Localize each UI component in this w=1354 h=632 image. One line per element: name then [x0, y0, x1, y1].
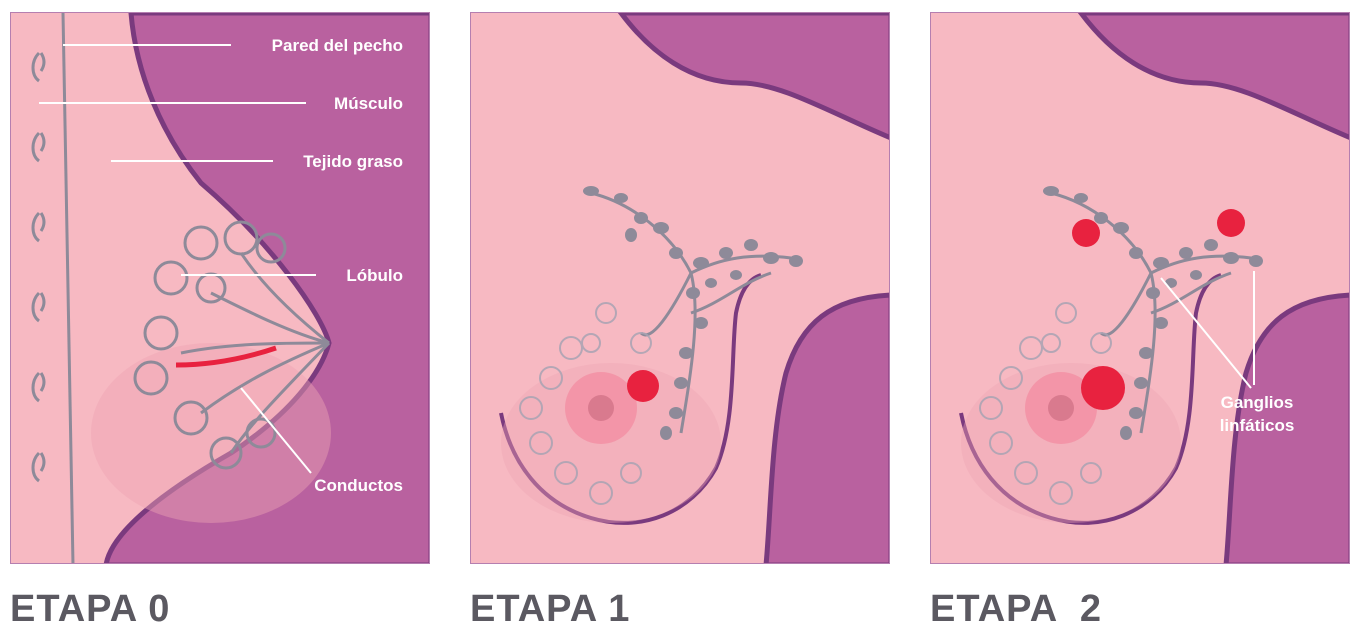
- node-tumor-left: [1072, 219, 1100, 247]
- stage-2-caption: ETAPA 2: [930, 590, 1102, 628]
- stage-1-illustration: [471, 13, 890, 564]
- label-lobule: Lóbulo: [346, 266, 403, 285]
- label-lymph-nodes-line1: Ganglios: [1221, 393, 1294, 412]
- stage-1-caption: ETAPA 1: [470, 590, 630, 628]
- label-lymph-nodes-line2: linfáticos: [1220, 416, 1295, 435]
- lower-muscle-region: [766, 295, 890, 564]
- label-chest-wall: Pared del pecho: [272, 36, 403, 55]
- stage-0-illustration: Pared del pecho Músculo Tejido graso Lób…: [11, 13, 430, 564]
- stage-2-panel: Ganglios linfáticos: [930, 12, 1350, 564]
- label-ducts: Conductos: [314, 476, 403, 495]
- upper-muscle-region: [1081, 13, 1350, 138]
- primary-tumor: [1081, 366, 1125, 410]
- upper-muscle-region: [621, 13, 890, 138]
- stage-0-caption: ETAPA 0: [10, 590, 170, 628]
- stage-0-panel: Pared del pecho Músculo Tejido graso Lób…: [10, 12, 430, 564]
- tumor: [627, 370, 659, 402]
- nipple: [1048, 395, 1074, 421]
- label-leader-lines: [1161, 271, 1254, 388]
- label-fatty-tissue: Tejido graso: [303, 152, 403, 171]
- nipple: [588, 395, 614, 421]
- stage-2-illustration: Ganglios linfáticos: [931, 13, 1350, 564]
- label-muscle: Músculo: [334, 94, 403, 113]
- node-tumor-right: [1217, 209, 1245, 237]
- chest-wall-line: [63, 13, 73, 564]
- rib-marks: [33, 53, 44, 481]
- stage-1-panel: [470, 12, 890, 564]
